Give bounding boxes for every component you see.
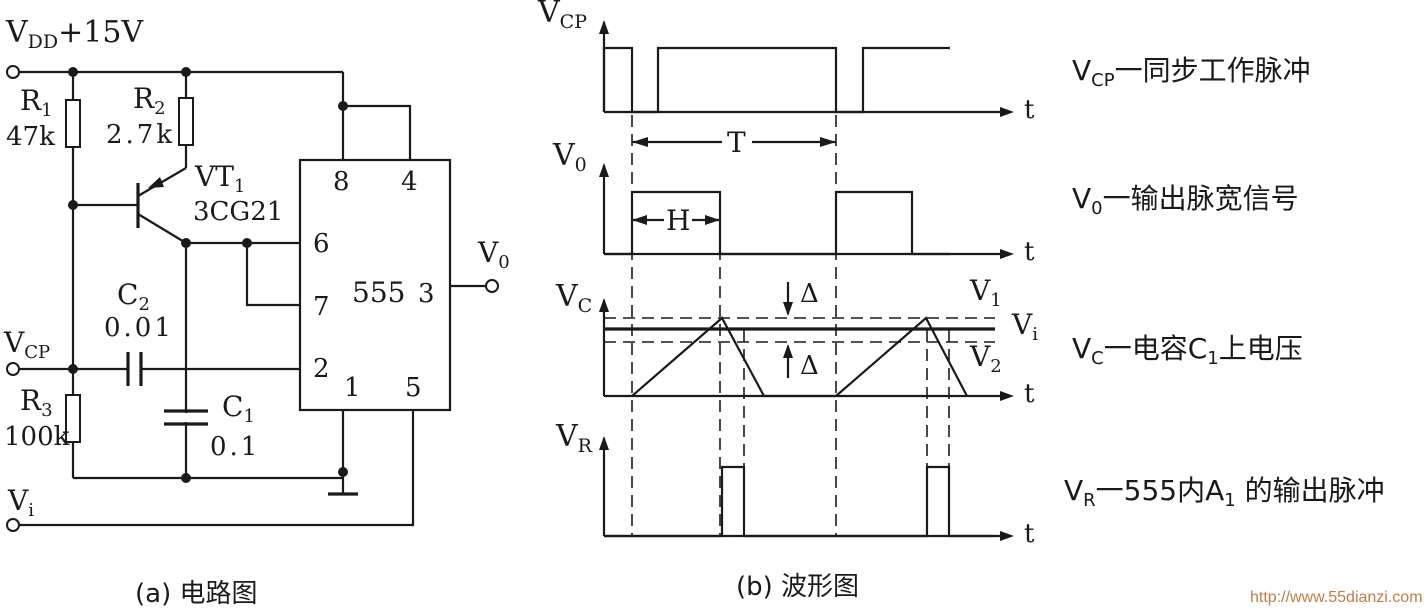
vt1-label: VT1 bbox=[194, 160, 245, 197]
delta-label-lower: Δ bbox=[800, 351, 819, 381]
v1-label: V1 bbox=[969, 274, 1002, 311]
svg-text:t: t bbox=[1024, 95, 1035, 125]
supply-terminal bbox=[6, 65, 20, 79]
svg-text:t: t bbox=[1024, 519, 1035, 549]
c2-label: C2 bbox=[117, 278, 150, 315]
capacitor-c2 bbox=[126, 352, 143, 386]
r1-value: 47k bbox=[6, 122, 55, 152]
r1-label: R1 bbox=[20, 84, 53, 121]
vc-axis-label: VC bbox=[555, 279, 592, 317]
resistor-r1 bbox=[65, 99, 81, 148]
vo-axis-label: V0 bbox=[552, 138, 587, 176]
vo-label: V0 bbox=[477, 236, 510, 273]
waveform-diagram: VCP t VCP一同步工作脉冲 T V0 t V0一输出脉宽信号 H VC bbox=[537, 0, 1385, 602]
pin-8: 8 bbox=[333, 167, 350, 197]
period-label: T bbox=[727, 126, 746, 159]
vo-terminal bbox=[485, 279, 499, 293]
r3-value: 100k bbox=[4, 422, 70, 452]
vc-description: VC一电容C1上电压 bbox=[1072, 332, 1303, 369]
vo-waveform bbox=[604, 190, 950, 256]
r2-label: R2 bbox=[133, 82, 166, 119]
r3-label: R3 bbox=[20, 384, 53, 421]
supply-label: VDD+15V bbox=[5, 15, 144, 53]
c2-value: 0.01 bbox=[104, 313, 174, 343]
vcp-terminal bbox=[6, 362, 20, 376]
r2-value: 2.7k bbox=[106, 120, 175, 150]
svg-text:t: t bbox=[1024, 379, 1035, 409]
circuit-caption: (a) 电路图 bbox=[135, 579, 258, 609]
vcp-description: VCP一同步工作脉冲 bbox=[1072, 54, 1311, 91]
vr-waveform bbox=[604, 465, 995, 538]
vo-description: V0一输出脉宽信号 bbox=[1072, 182, 1299, 219]
width-label: H bbox=[666, 204, 690, 237]
c1-label: C1 bbox=[222, 390, 255, 427]
watermark: http://www.55dianzi.com bbox=[1250, 589, 1423, 606]
pin-3: 3 bbox=[418, 279, 435, 309]
pin-6: 6 bbox=[313, 229, 330, 259]
svg-text:t: t bbox=[1024, 237, 1035, 267]
vi-terminal bbox=[6, 518, 20, 532]
vc-waveform bbox=[631, 316, 968, 398]
v2-label: V2 bbox=[969, 340, 1002, 377]
vcp-waveform bbox=[602, 46, 950, 114]
pin-7: 7 bbox=[313, 292, 330, 322]
pin-4: 4 bbox=[401, 167, 418, 197]
vr-description: VR一555内A1 的输出脉冲 bbox=[1064, 474, 1385, 511]
ic-555 bbox=[298, 158, 452, 412]
vcp-axis-label: VCP bbox=[537, 0, 587, 33]
pin-1: 1 bbox=[344, 373, 361, 403]
circuit-diagram: VDD+15V R1 47k R2 2.7k V bbox=[3, 15, 510, 609]
transistor-vt1 bbox=[73, 167, 188, 478]
c1-value: 0.1 bbox=[210, 432, 260, 462]
pin-5: 5 bbox=[405, 373, 422, 403]
vi-input-label: Vi bbox=[7, 484, 34, 521]
vt1-model: 3CG21 bbox=[193, 197, 283, 227]
waveform-caption: (b) 波形图 bbox=[736, 572, 859, 602]
resistor-r3 bbox=[65, 394, 81, 443]
capacitor-c1 bbox=[164, 409, 208, 426]
delta-label-upper: Δ bbox=[800, 279, 819, 309]
resistor-r2 bbox=[178, 97, 194, 146]
vr-axis-label: VR bbox=[555, 419, 593, 457]
vi-level-label: Vi bbox=[1011, 308, 1038, 345]
vcp-input-label: VCP bbox=[3, 326, 50, 363]
ic-555-label: 555 bbox=[352, 276, 405, 309]
pin-2: 2 bbox=[313, 354, 330, 384]
